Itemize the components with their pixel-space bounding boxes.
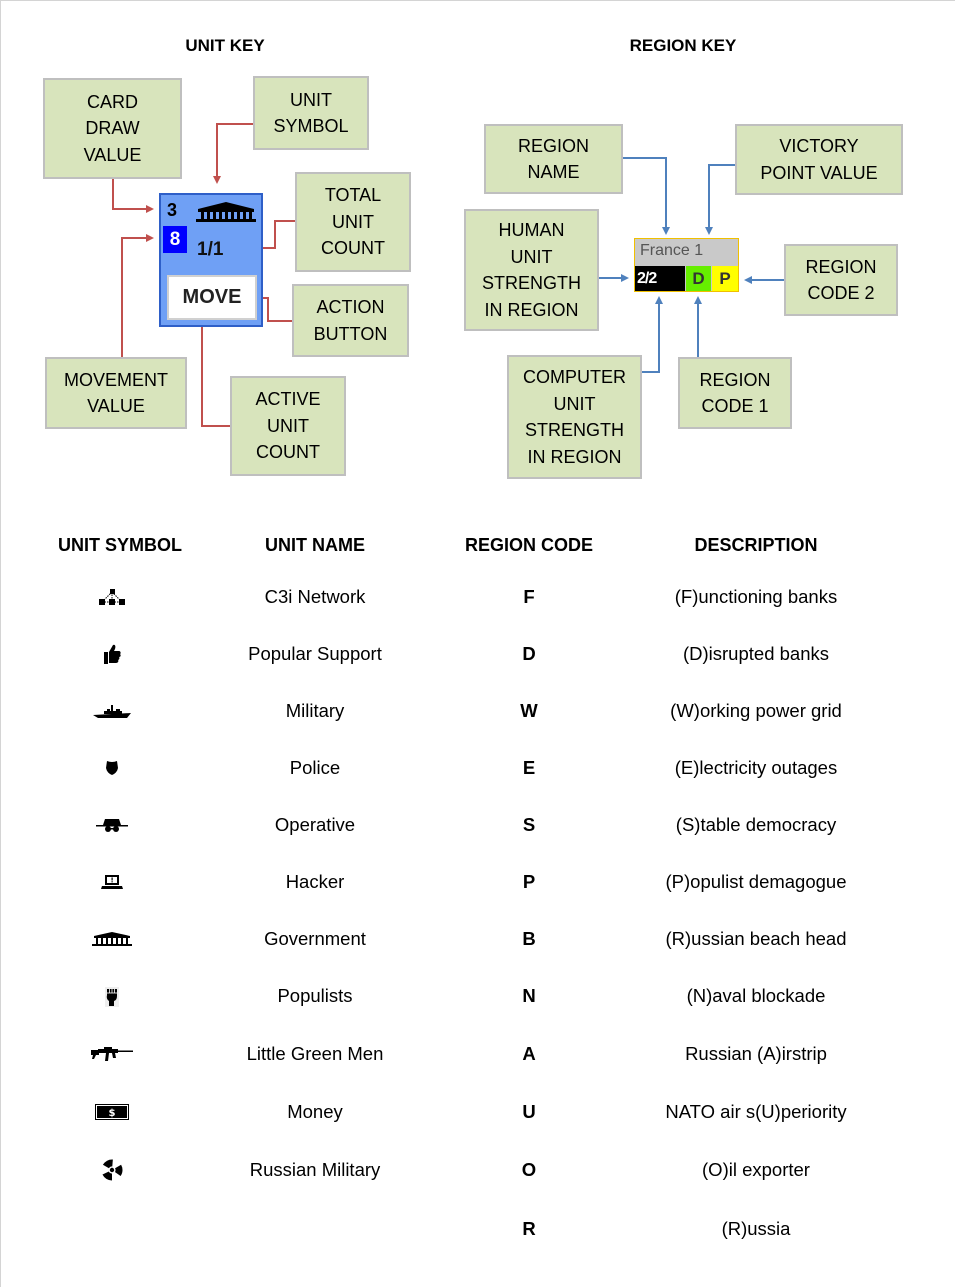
legend-row: $ Money U NATO air s(U)periority xyxy=(0,1097,956,1127)
region-code: W xyxy=(520,700,538,721)
legend-row: Hacker P (P)opulist demagogue xyxy=(0,867,956,897)
unit-name: Popular Support xyxy=(248,643,382,664)
unit-name: Populists xyxy=(277,985,353,1006)
region-code-2: P xyxy=(712,266,738,291)
callout-active-unit-count: ACTIVE UNIT COUNT xyxy=(230,376,346,476)
callout-region-code-1: REGION CODE 1 xyxy=(678,357,792,429)
callout-action-button: ACTION BUTTON xyxy=(292,284,409,357)
region-description: (R)ussia xyxy=(721,1218,791,1239)
unit-name: C3i Network xyxy=(264,586,366,607)
money-icon: $ xyxy=(72,1097,152,1127)
unit-key-title: UNIT KEY xyxy=(185,36,265,55)
region-description: (E)lectricity outages xyxy=(674,757,838,778)
legend-row: Russian Military O (O)il exporter xyxy=(0,1155,956,1185)
legend-row: R (R)ussia xyxy=(0,1214,956,1244)
region-key-title: REGION KEY xyxy=(629,36,737,55)
callout-region-name: REGION NAME xyxy=(484,124,623,194)
callout-victory-point-value: VICTORY POINT VALUE xyxy=(735,124,903,195)
callout-region-code-2: REGION CODE 2 xyxy=(784,244,898,316)
region-code: O xyxy=(521,1159,537,1180)
region-description: NATO air s(U)periority xyxy=(665,1101,847,1122)
region-code: R xyxy=(522,1218,536,1239)
rifle-icon xyxy=(72,1039,152,1069)
thumbs-up-icon xyxy=(72,639,152,669)
callout-card-draw-value: CARD DRAW VALUE xyxy=(43,78,182,179)
region-code: S xyxy=(522,814,536,835)
legend-row: Police E (E)lectricity outages xyxy=(0,753,956,783)
legend-row: Populists N (N)aval blockade xyxy=(0,981,956,1011)
header-description: DESCRIPTION xyxy=(694,535,818,555)
legend-row: C3i Network F (F)unctioning banks xyxy=(0,582,956,612)
move-button[interactable]: MOVE xyxy=(167,275,257,320)
callout-movement-value: MOVEMENT VALUE xyxy=(45,357,187,429)
government-icon xyxy=(72,924,152,954)
callout-unit-symbol: UNIT SYMBOL xyxy=(253,76,369,150)
spy-hat-icon xyxy=(72,810,152,840)
network-icon xyxy=(72,582,152,612)
unit-name: Money xyxy=(287,1101,343,1122)
region-code: F xyxy=(523,586,535,607)
region-description: (W)orking power grid xyxy=(670,700,842,721)
region-description: (P)opulist demagogue xyxy=(665,871,847,892)
header-unit-name: UNIT NAME xyxy=(265,535,365,555)
region-code: A xyxy=(522,1043,536,1064)
police-badge-icon xyxy=(72,753,152,783)
callout-computer-unit-strength: COMPUTER UNIT STRENGTH IN REGION xyxy=(507,355,642,479)
legend-row: Little Green Men A Russian (A)irstrip xyxy=(0,1039,956,1069)
unit-name: Government xyxy=(264,928,366,949)
legend-row: Popular Support D (D)isrupted banks xyxy=(0,639,956,669)
svg-text:$: $ xyxy=(109,1108,116,1119)
region-code: D xyxy=(522,643,536,664)
movement-value: 8 xyxy=(163,226,187,253)
sample-region-tile[interactable]: France 1 2/2 D P xyxy=(634,238,739,292)
region-code: P xyxy=(522,871,536,892)
region-code: E xyxy=(522,757,536,778)
laptop-icon xyxy=(72,867,152,897)
region-description: (O)il exporter xyxy=(702,1159,810,1180)
radiation-icon xyxy=(72,1155,152,1185)
header-unit-symbol: UNIT SYMBOL xyxy=(58,535,182,555)
region-description: (N)aval blockade xyxy=(686,985,826,1006)
region-code: U xyxy=(522,1101,536,1122)
warship-icon xyxy=(72,696,152,726)
region-description: (F)unctioning banks xyxy=(674,586,838,607)
legend-row: Military W (W)orking power grid xyxy=(0,696,956,726)
region-description: (R)ussian beach head xyxy=(665,928,847,949)
sample-unit-card[interactable]: 3 8 1/1 MOVE xyxy=(159,193,263,327)
region-code: B xyxy=(522,928,536,949)
unit-name: Little Green Men xyxy=(246,1043,384,1064)
callout-total-unit-count: TOTAL UNIT COUNT xyxy=(295,172,411,272)
unit-name: Military xyxy=(285,700,345,721)
unit-name: Hacker xyxy=(285,871,345,892)
unit-name: Russian Military xyxy=(249,1159,381,1180)
region-description: (S)table democracy xyxy=(675,814,837,835)
region-code-1: D xyxy=(686,266,711,291)
legend-row: Government B (R)ussian beach head xyxy=(0,924,956,954)
region-code: N xyxy=(522,985,536,1006)
callout-human-unit-strength: HUMAN UNIT STRENGTH IN REGION xyxy=(464,209,599,331)
legend-row: Operative S (S)table democracy xyxy=(0,810,956,840)
card-draw-value: 3 xyxy=(167,200,178,220)
unit-name: Police xyxy=(289,757,341,778)
raised-fist-icon xyxy=(72,981,152,1011)
region-description: Russian (A)irstrip xyxy=(685,1043,827,1064)
unit-count: 1/1 xyxy=(197,239,224,260)
region-description: (D)isrupted banks xyxy=(682,643,829,664)
region-unit-strength: 2/2 xyxy=(635,266,685,291)
region-name: France 1 xyxy=(640,242,704,259)
government-icon xyxy=(196,202,256,222)
header-region-code: REGION CODE xyxy=(464,535,593,555)
unit-name: Operative xyxy=(274,814,356,835)
